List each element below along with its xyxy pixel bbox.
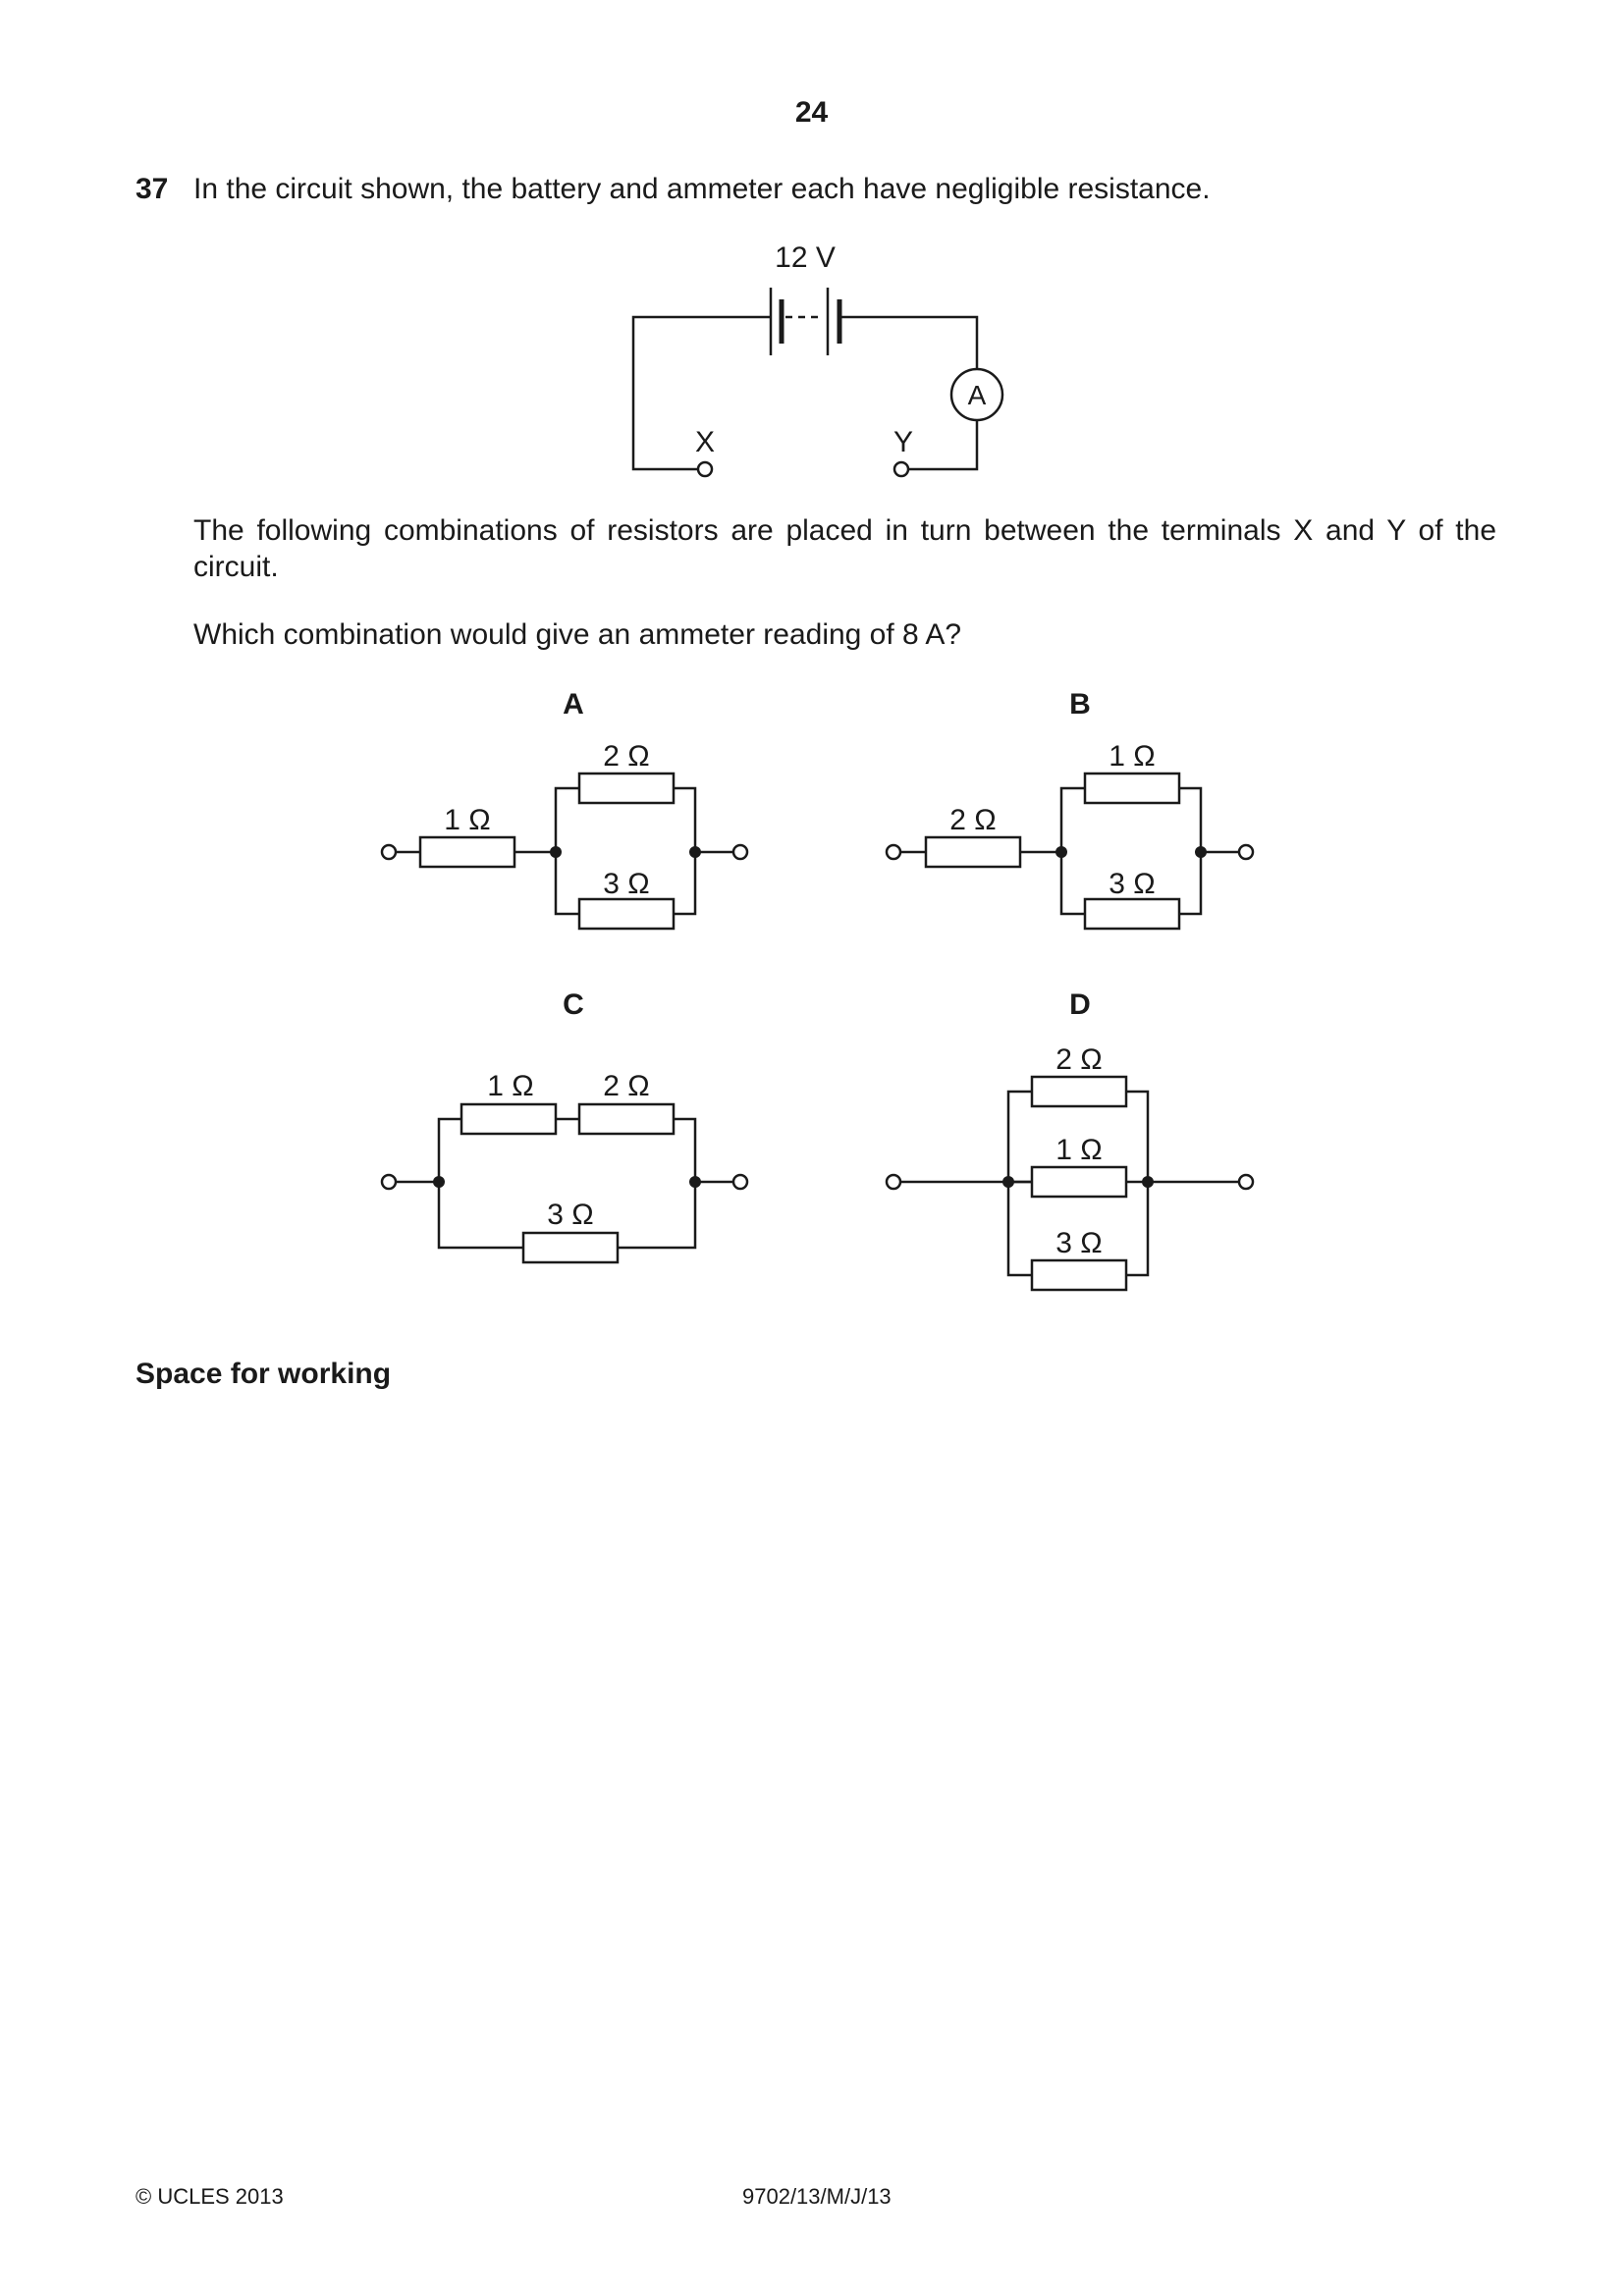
option-c-top-left-value: 1 Ω — [487, 1070, 533, 1102]
option-a-top-resistor — [577, 772, 676, 805]
question-intro: In the circuit shown, the battery and am… — [193, 173, 1211, 205]
option-d-circuit: D 2 Ω 1 Ω 3 Ω — [885, 988, 1255, 1292]
option-d-top-resistor — [1030, 1075, 1128, 1108]
option-a-bottom-value: 3 Ω — [603, 868, 649, 900]
terminal-x-circle — [696, 460, 714, 478]
option-a-circuit: A 1 Ω 2 Ω 3 Ω — [380, 688, 749, 931]
question-paragraph-2: Which combination would give an ammeter … — [193, 618, 962, 651]
main-circuit — [631, 288, 1004, 478]
terminal-y-circle — [893, 460, 910, 478]
option-c-label: C — [563, 988, 584, 1021]
main-wire-right-top — [839, 315, 979, 369]
option-c-bottom-resistor — [521, 1231, 620, 1264]
option-b-series-value: 2 Ω — [949, 804, 996, 836]
page-number: 24 — [794, 96, 829, 129]
option-a-series-resistor — [418, 835, 516, 869]
option-a-label: A — [563, 688, 584, 721]
terminal-y-label: Y — [893, 426, 913, 458]
option-c-bottom-value: 3 Ω — [547, 1199, 593, 1231]
option-b-top-value: 1 Ω — [1109, 740, 1155, 773]
battery-symbol — [769, 288, 842, 355]
option-c-top-right-resistor — [577, 1102, 676, 1136]
emf-label: 12 V — [775, 241, 836, 274]
option-b-top-resistor — [1083, 772, 1181, 805]
option-d-bottom-value: 3 Ω — [1055, 1227, 1102, 1259]
option-c-circuit: C 1 Ω 2 Ω 3 Ω — [380, 988, 749, 1264]
main-wire-right-bottom — [909, 420, 979, 471]
option-circuits: A 1 Ω 2 Ω 3 Ω B — [380, 688, 1255, 1292]
option-a-top-value: 2 Ω — [603, 740, 649, 773]
ammeter-label: A — [968, 380, 987, 410]
question-paragraph-1: The following combinations of resistors … — [193, 514, 1496, 583]
ammeter-symbol — [949, 367, 1004, 422]
footer-paper-code: 9702/13/M/J/13 — [742, 2184, 892, 2209]
question-number: 37 — [135, 173, 169, 205]
option-d-bottom-resistor — [1030, 1258, 1128, 1292]
circuit-diagrams: 12 V A X Y — [631, 241, 1004, 478]
option-c-top-right-value: 2 Ω — [603, 1070, 649, 1102]
main-wire-left — [631, 315, 771, 471]
terminal-x-label: X — [695, 426, 715, 458]
option-b-label: B — [1069, 688, 1091, 721]
option-a-bottom-resistor — [577, 897, 676, 931]
option-b-series-resistor — [924, 835, 1022, 869]
option-b-circuit: B 2 Ω 1 Ω 3 Ω — [885, 688, 1255, 931]
option-c-top-left-resistor — [460, 1102, 558, 1136]
option-d-top-value: 2 Ω — [1055, 1043, 1102, 1076]
footer-copyright: © UCLES 2013 — [135, 2184, 284, 2209]
option-b-bottom-resistor — [1083, 897, 1181, 931]
option-b-bottom-value: 3 Ω — [1109, 868, 1155, 900]
option-d-label: D — [1069, 988, 1091, 1021]
space-for-working-heading: Space for working — [135, 1358, 392, 1390]
option-d-middle-value: 1 Ω — [1055, 1134, 1102, 1166]
option-d-middle-resistor — [1030, 1165, 1128, 1199]
option-a-series-value: 1 Ω — [444, 804, 490, 836]
